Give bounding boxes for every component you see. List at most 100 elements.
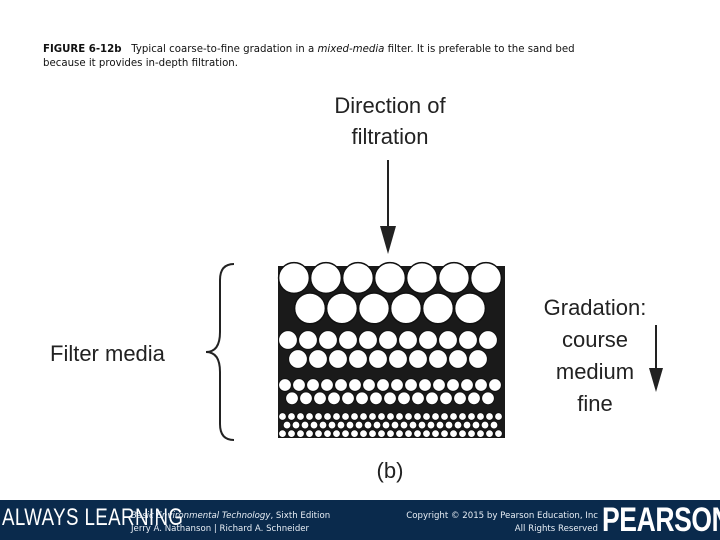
media-grain [421, 292, 455, 325]
media-grain [485, 412, 494, 421]
media-grain [285, 391, 299, 406]
media-grain [314, 429, 323, 439]
media-grain [291, 420, 301, 430]
pearson-logo: PEARSON [600, 500, 720, 540]
media-grain [404, 378, 418, 392]
media-grain [293, 292, 327, 325]
media-grain [377, 412, 386, 421]
media-grain [292, 378, 306, 392]
media-grain [350, 429, 359, 439]
media-grain [388, 349, 408, 369]
media-grain [395, 412, 404, 421]
media-grain [373, 261, 407, 295]
media-grain [422, 429, 431, 439]
media-grain [471, 420, 481, 430]
media-grain [431, 429, 440, 439]
media-grain [299, 391, 313, 406]
media-grain [328, 349, 348, 369]
media-grain [355, 391, 369, 406]
media-grain [325, 292, 359, 325]
media-grain [372, 420, 382, 430]
media-grain [481, 391, 495, 406]
media-grain [348, 349, 368, 369]
media-bed [277, 261, 505, 439]
gradation-arrowhead [649, 368, 663, 392]
media-grain [309, 420, 319, 430]
media-grain [460, 378, 474, 392]
gradation-line-2: course [561, 327, 629, 352]
panel-label: (b) [376, 458, 404, 483]
media-grain [282, 420, 292, 430]
media-grain [397, 391, 411, 406]
media-grain [488, 378, 502, 392]
media-grain [408, 349, 428, 369]
media-grain [338, 330, 358, 350]
media-grain [368, 429, 377, 439]
media-grain [435, 420, 445, 430]
media-grain [305, 429, 314, 439]
gradation-label: Gradation: course medium fine [520, 292, 670, 420]
media-grain [296, 412, 305, 421]
media-grain [476, 429, 485, 439]
media-grain [288, 349, 308, 369]
media-grain [404, 429, 413, 439]
media-grain [323, 412, 332, 421]
media-grain [428, 349, 448, 369]
media-grain [422, 412, 431, 421]
media-grain [449, 412, 458, 421]
media-grain [386, 412, 395, 421]
media-grain [287, 429, 296, 439]
figure-id: FIGURE 6-12b [43, 44, 122, 55]
media-grain [314, 412, 323, 421]
media-grain [277, 261, 311, 295]
media-grain [399, 420, 409, 430]
media-grain [446, 378, 460, 392]
figure-caption: FIGURE 6-12b Typical coarse-to-fine grad… [43, 43, 663, 71]
media-grain [308, 349, 328, 369]
media-grain [440, 429, 449, 439]
media-grain [296, 429, 305, 439]
media-grain [341, 261, 375, 295]
media-grain [359, 412, 368, 421]
media-grain [381, 420, 391, 430]
media-grain [350, 412, 359, 421]
direction-line-2: filtration [351, 124, 429, 149]
caption-line-2: because it provides in-depth filtration. [43, 58, 238, 69]
media-grain [368, 412, 377, 421]
media-grain [327, 391, 341, 406]
media-grain [474, 378, 488, 392]
media-grain [318, 330, 338, 350]
media-grain [431, 412, 440, 421]
media-grain [278, 378, 292, 392]
media-grain [359, 429, 368, 439]
media-grain [332, 412, 341, 421]
media-grain [467, 391, 481, 406]
media-grain [469, 261, 503, 295]
media-grain [426, 420, 436, 430]
media-grain [278, 412, 287, 421]
book-info: Basic Environmental Technology, Sixth Ed… [131, 510, 330, 535]
media-grain [306, 378, 320, 392]
filter-media-label: Filter media [50, 341, 165, 366]
media-grain [448, 349, 468, 369]
media-grain [418, 378, 432, 392]
media-grain [478, 330, 498, 350]
media-grain [411, 391, 425, 406]
direction-label: Direction of filtration [300, 90, 480, 152]
media-grain [389, 292, 423, 325]
media-grain [278, 429, 287, 439]
media-grain [489, 420, 499, 430]
gradation-line-1: Gradation: [543, 295, 647, 320]
media-grain [336, 420, 346, 430]
media-grain [323, 429, 332, 439]
media-grain [386, 429, 395, 439]
media-grain [440, 412, 449, 421]
media-grain [390, 378, 404, 392]
caption-italic: mixed-media [317, 44, 385, 55]
media-grain [444, 420, 454, 430]
media-grain [467, 412, 476, 421]
media-grain [395, 429, 404, 439]
media-grain [320, 378, 334, 392]
media-grain [334, 378, 348, 392]
media-grain [418, 330, 438, 350]
